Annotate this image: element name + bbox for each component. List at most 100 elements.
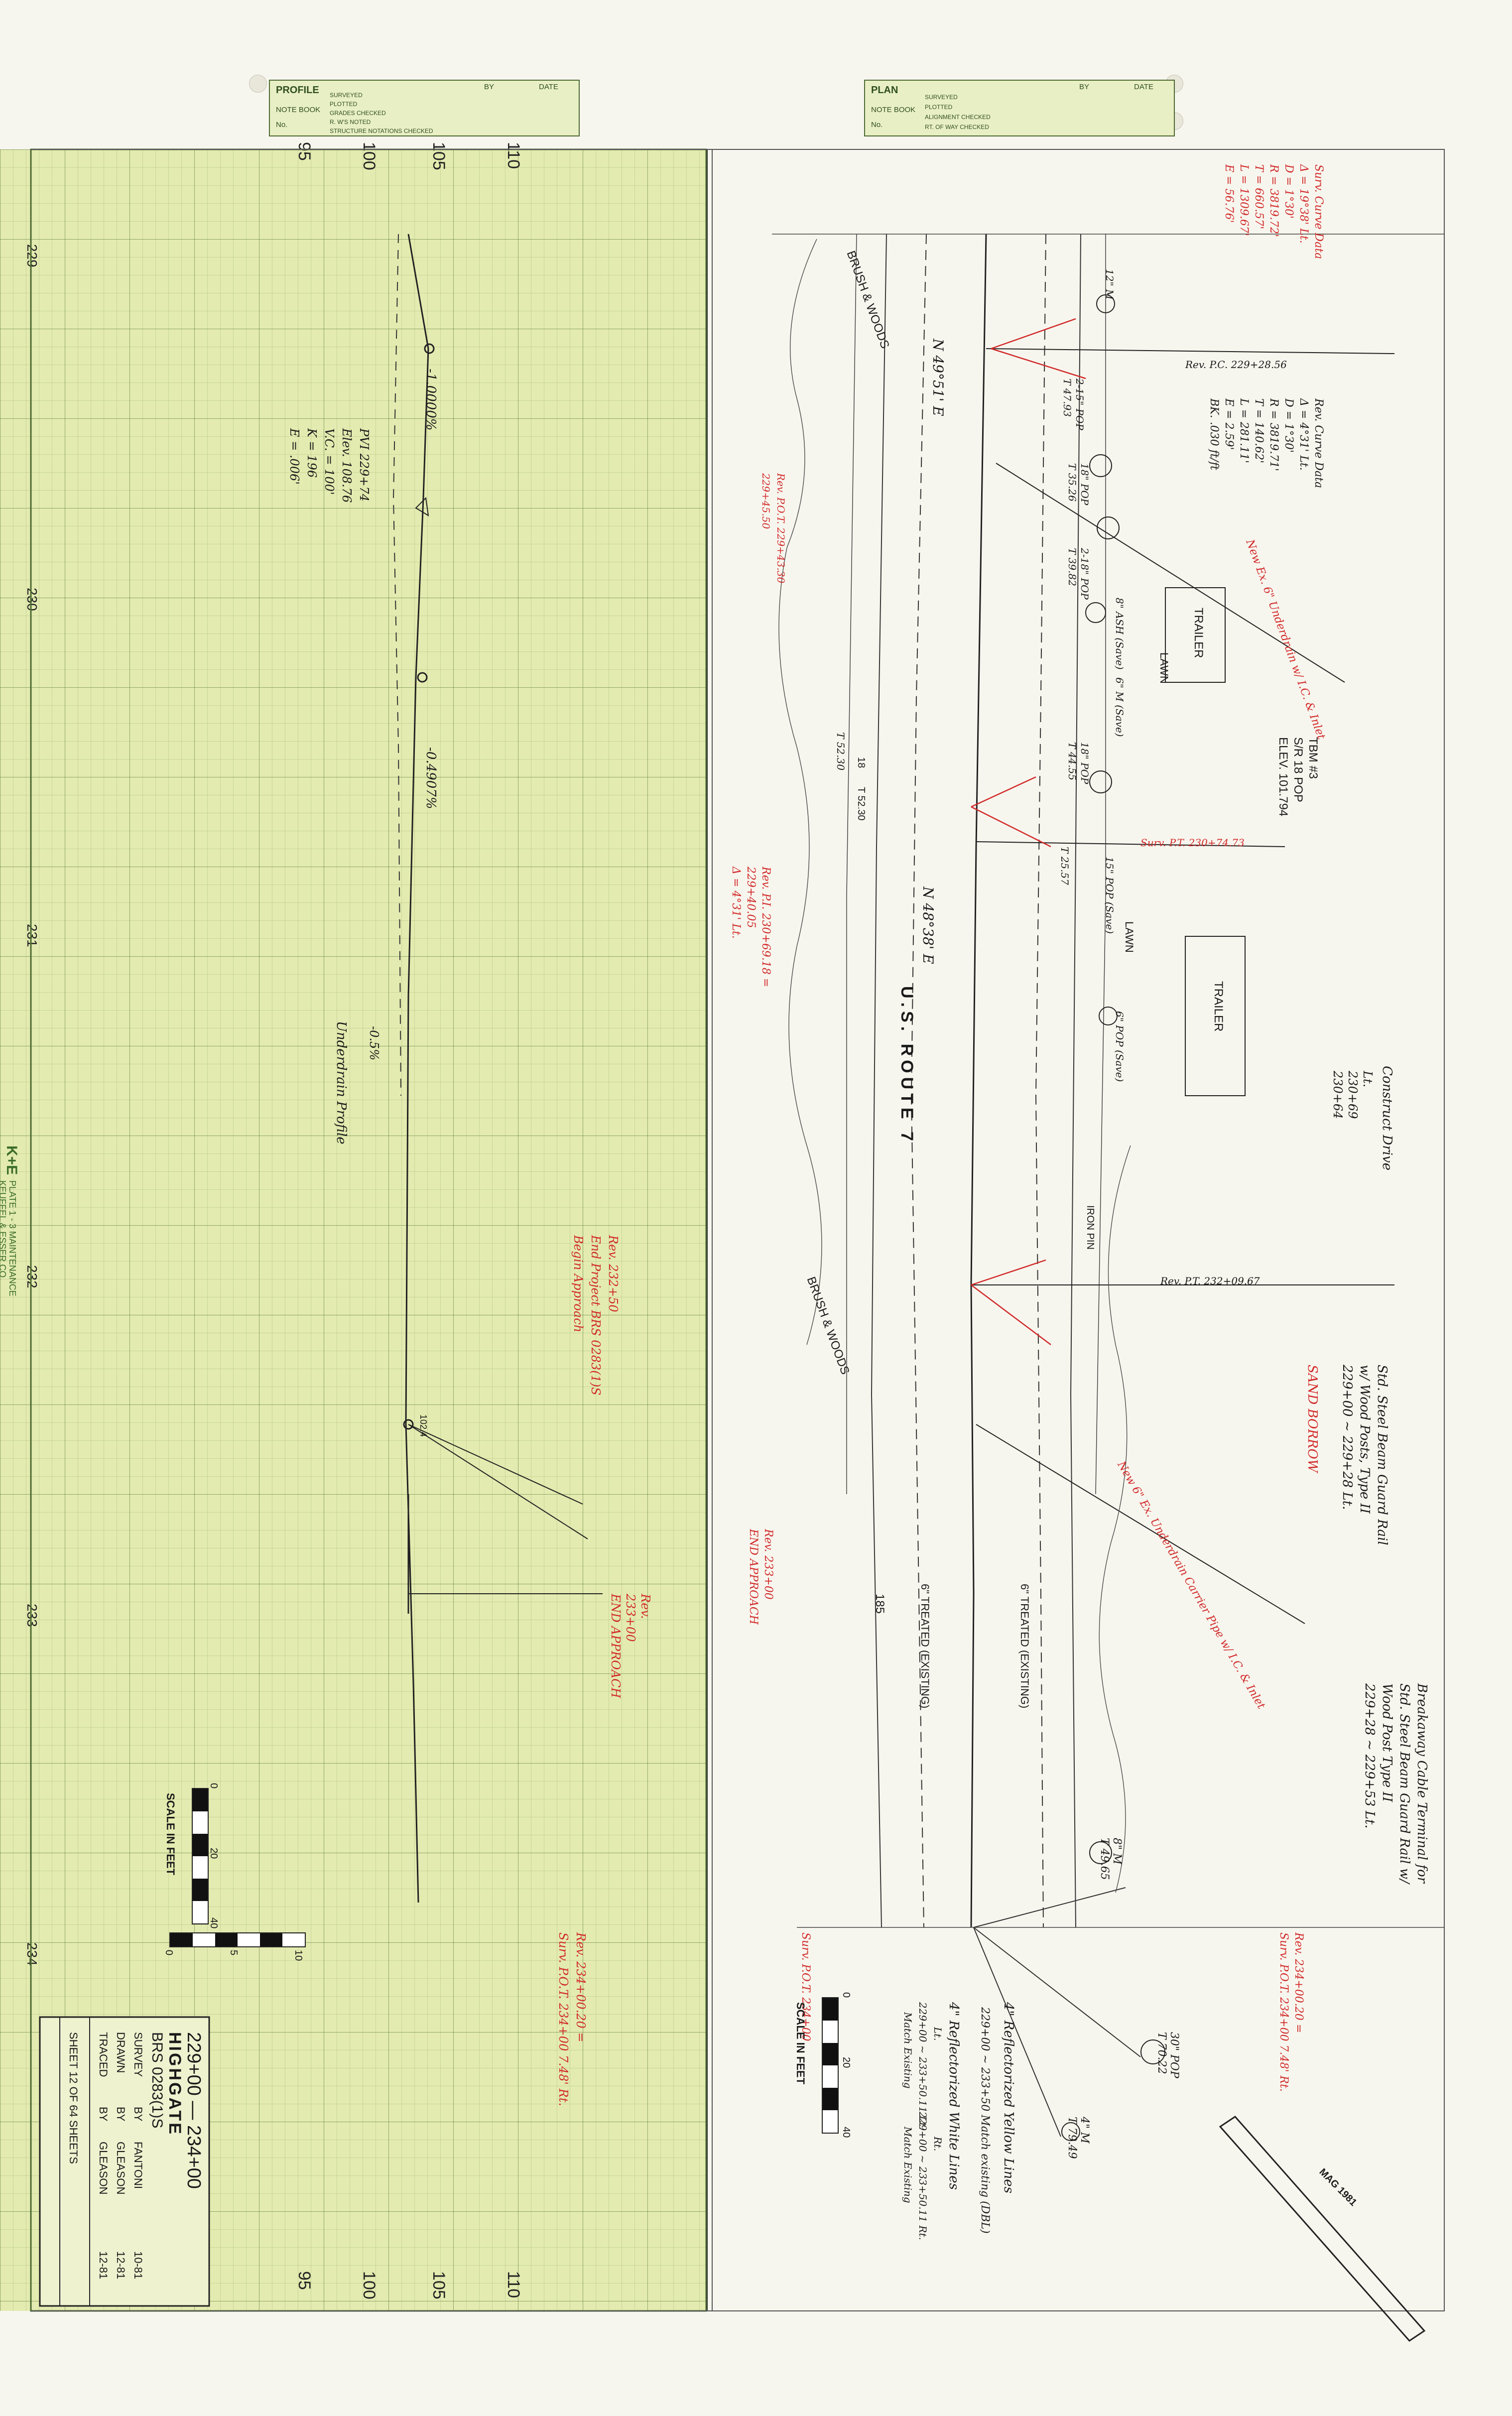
tree-label: T 35.26 [1066, 463, 1078, 502]
tree-label: 4" M [1078, 2117, 1091, 2144]
plan-rev-233: Rev. 233+00 [762, 1529, 774, 1600]
tree-label: 6" M (Save) [1114, 677, 1126, 737]
tree-label: 8" ASH (Save) [1114, 598, 1126, 670]
tree-label: 15" POP (Save) [1104, 857, 1116, 934]
profile-header-row: R. W'S NOTED [330, 119, 371, 126]
rev-curve-data: L = 281.11' [1238, 398, 1250, 464]
begin-approach: Begin Approach [571, 1235, 585, 1333]
tree-label: 18" POP [1079, 463, 1091, 506]
ke-logo: K+E [3, 1145, 20, 1175]
iron-pin: IRON PIN [1085, 1205, 1096, 1250]
plan-scale-tick: 40 [841, 2127, 852, 2138]
profile-header-notebook: NOTE BOOK [276, 106, 321, 114]
plan-header-title: PLAN [871, 85, 898, 96]
title-row-name: GLEASON [97, 2142, 110, 2195]
plan-rev-234: Surv. P.O.T. 234+00 7.48' Rt. [1277, 1932, 1290, 2092]
profile-header-title: PROFILE [276, 85, 319, 96]
line-note: 4" Reflectorized Yellow Lines [1001, 2002, 1016, 2194]
line-note: Match Existing [902, 2127, 914, 2203]
rev-pi: 229+40.05 [745, 867, 757, 928]
surv-pt-label: Surv. P.T. 230+74.73 [1140, 837, 1245, 849]
tree-label: 2-18" POP [1079, 548, 1091, 600]
end-approach: 233+00 [624, 1594, 637, 1642]
profile-scale-label: SCALE IN FEET [164, 1793, 177, 1876]
line-note: Rt. [932, 2137, 944, 2152]
treated-existing-1: 6" TREATED (EXISTING) [919, 1584, 931, 1709]
title-row-by: BY [115, 2107, 127, 2122]
profile-pvi: K = 196 [305, 428, 319, 478]
profile-header-row: STRUCTURE NOTATIONS CHECKED [330, 127, 433, 134]
plan-header-by: BY [1079, 83, 1090, 91]
sand-borrow: SAND BORROW [1305, 1365, 1320, 1473]
profile-underdrain-label: Underdrain Profile [334, 1021, 349, 1144]
begin-approach: End Project BRS 0283(1)S [589, 1235, 603, 1396]
route-label: U.S. ROUTE 7 [897, 986, 916, 1145]
profile-scale-tick: 0 [208, 1783, 219, 1789]
profile-header-row: GRADES CHECKED [330, 110, 386, 117]
tree-label: 2-15" POP [1074, 379, 1086, 430]
profile-vscale-bar [169, 1932, 306, 1947]
tree-label: T 70.22 [1155, 2032, 1168, 2074]
profile-vscale-tick: 0 [163, 1950, 174, 1956]
profile-pvi: V.C. = 100' [322, 428, 336, 495]
profile-pvi: PVI 229+74 [357, 428, 371, 502]
profile-grade-3: -0.5% [367, 1026, 381, 1061]
tbm-label: ELEV. 101.794 [1276, 737, 1290, 817]
profile-grade-2: -0.4907% [423, 747, 438, 809]
rev-pi: Δ = 4°31' Lt. [730, 867, 742, 939]
tree-label: 6" POP (Save) [1114, 1011, 1126, 1082]
title-town: HIGHGATE [165, 2032, 184, 2136]
rev-curve-data: D = 1°30' [1282, 398, 1295, 453]
rev-pot: 229+45.50 [760, 473, 772, 529]
rev-curve-data: R = 3819.71' [1267, 398, 1280, 472]
tbm-label: TBM #3 [1306, 737, 1320, 779]
surv-curve-data: T = 660.57' [1253, 164, 1265, 230]
cable-terminal: Wood Post Type II [1380, 1683, 1394, 1802]
construct-drive: 230+64 [1331, 1071, 1345, 1119]
plan-header-block: PLAN NOTE BOOK No. BY DATE SURVEYED PLOT… [864, 80, 1175, 136]
surv-curve-data: D = 1°30' [1282, 164, 1295, 219]
plan-header-date: DATE [1134, 83, 1153, 91]
surv-curve-data: E = 56.76' [1223, 164, 1235, 223]
title-row-role: TRACED [97, 2032, 110, 2077]
manufacturer-line: PLATE 1 - 3 MAINTENANCE [7, 1180, 17, 1296]
profile-header-date: DATE [539, 83, 558, 91]
end-approach: Rev. [638, 1594, 652, 1619]
rev-curve-data: Rev. Curve Data [1312, 398, 1325, 489]
title-row-role: DRAWN [115, 2032, 127, 2073]
stake-18: 18 [856, 757, 867, 768]
rev-pc-label: Rev. P.C. 229+28.56 [1185, 359, 1287, 371]
tree-label: T 44.55 [1066, 742, 1078, 780]
treated-existing-2: 6" TREATED (EXISTING) [1018, 1584, 1031, 1709]
title-row-date: 10-81 [132, 2251, 144, 2280]
tree-label: T 79.49 [1066, 2117, 1078, 2159]
lawn-2: LAWN [1123, 921, 1135, 953]
rev-curve-data: BK. .030 ft/ft [1208, 398, 1220, 470]
line-note: Match Existing [902, 2012, 914, 2089]
tree-label: 12" M [1104, 269, 1116, 300]
plan-header-row: PLOTTED [925, 104, 953, 111]
lawn-1: LAWN [1158, 652, 1170, 684]
line-note: 229+00 ~ 233+50 Match existing (DBL) [979, 2007, 991, 2234]
stake-185: 185 [873, 1594, 886, 1614]
plan-scale-label: SCALE IN FEET [794, 2002, 807, 2085]
cable-terminal: Breakaway Cable Terminal for [1414, 1683, 1429, 1884]
tree-label: T 47.93 [1061, 379, 1073, 417]
end-approach: END APPROACH [609, 1594, 623, 1698]
trailer-1: TRAILER [1192, 608, 1205, 658]
profile-vscale-tick: 10 [293, 1950, 304, 1961]
title-project: BRS 0283(1)S [149, 2032, 165, 2129]
tbm-label: S/R 18 POP [1291, 737, 1305, 802]
rev-curve-data: T = 140.62' [1253, 398, 1265, 464]
plan-header-notebook: NOTE BOOK [871, 106, 916, 114]
profile-scale-tick: 20 [208, 1848, 219, 1859]
surv-curve-data: Δ = 19°38' Lt. [1297, 164, 1310, 244]
profile-rev-234: Surv. P.O.T. 234+00 7.48' Rt. [556, 1932, 570, 2106]
rev-curve-data: Δ = 4°31' Lt. [1297, 398, 1310, 471]
profile-pvi: Elev. 108.76 [340, 428, 354, 503]
title-row-name: FANTONI [132, 2142, 144, 2189]
plan-header-row: RT. OF WAY CHECKED [925, 124, 989, 130]
plan-scale-tick: 20 [841, 2057, 852, 2068]
